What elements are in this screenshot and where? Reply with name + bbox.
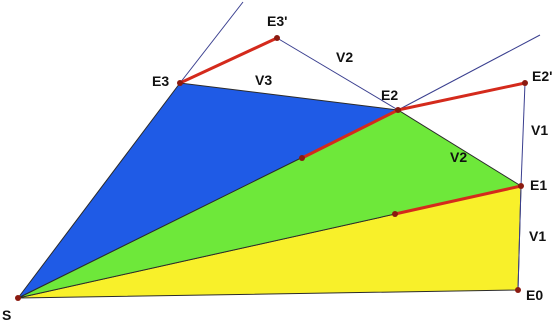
label-v1-lower: V1 <box>529 228 546 244</box>
label-e2prime: E2' <box>532 68 552 84</box>
point-s <box>15 295 21 301</box>
point-mid-green <box>299 155 305 161</box>
point-e3prime <box>274 35 280 41</box>
label-v2-lower: V2 <box>450 149 467 165</box>
line-e1-e0 <box>517 185 522 291</box>
point-e2prime <box>522 80 528 86</box>
label-e2: E2 <box>381 87 398 103</box>
point-e3 <box>177 80 183 86</box>
label-e3prime: E3' <box>267 13 287 29</box>
red-segment-to-e1 <box>393 184 523 216</box>
red-segment-to-e2 <box>300 108 400 160</box>
label-e1: E1 <box>530 177 547 193</box>
line-e2prime-e1 <box>520 82 526 187</box>
red-segment-e2-e2prime <box>396 81 527 112</box>
point-e2 <box>395 107 401 113</box>
ray-through-e2 <box>397 34 541 111</box>
label-s: S <box>2 307 11 323</box>
line-e3prime-e2 <box>276 37 399 111</box>
label-e3: E3 <box>152 73 169 89</box>
label-v2-upper: V2 <box>336 49 353 65</box>
ray-through-e3 <box>179 1 244 84</box>
blue-triangle-s-e2-e3 <box>17 82 400 299</box>
label-e0: E0 <box>526 287 543 303</box>
point-e0 <box>515 287 521 293</box>
red-segment-e3-e3prime <box>178 36 279 85</box>
label-v3: V3 <box>255 72 272 88</box>
point-mid-yellow <box>392 211 398 217</box>
point-e1 <box>518 183 524 189</box>
label-v1-upper: V1 <box>531 122 548 138</box>
